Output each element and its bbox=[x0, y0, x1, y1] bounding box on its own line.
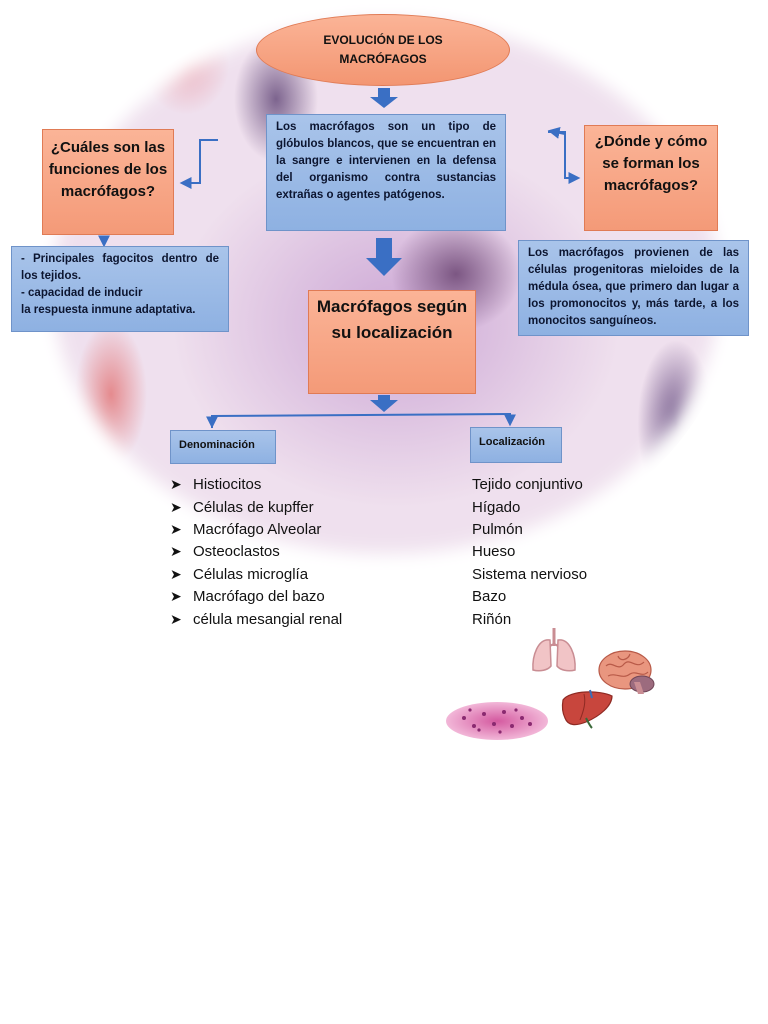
bullet-arrow-icon: ➤ bbox=[170, 566, 182, 582]
arrow-title-to-intro bbox=[370, 88, 398, 108]
brain-icon bbox=[598, 650, 655, 694]
connector-intro-functions bbox=[179, 139, 218, 189]
macrophage-location: Tejido conjuntivo bbox=[472, 476, 583, 493]
bullet-arrow-icon: ➤ bbox=[170, 611, 182, 627]
macrophage-name: célula mesangial renal bbox=[193, 611, 343, 628]
branch-to-localizacion bbox=[211, 412, 516, 428]
list-item: ➤ célula mesangial renal Riñón bbox=[170, 611, 610, 633]
macrophage-name: Macrófago del bazo bbox=[193, 588, 325, 605]
list-item: ➤ Macrófago del bazo Bazo bbox=[170, 588, 610, 610]
arrow-center-to-table bbox=[370, 395, 398, 412]
title-text: EVOLUCIÓN DE LOS MACRÓFAGOS bbox=[323, 33, 443, 66]
list-item: ➤ Osteoclastos Hueso bbox=[170, 543, 610, 565]
macrophage-location: Hígado bbox=[472, 499, 521, 516]
list-item: ➤ Células de kupffer Hígado bbox=[170, 499, 610, 521]
functions-line-3: la respuesta inmune adaptativa. bbox=[21, 304, 196, 316]
tissue-icon bbox=[446, 702, 548, 740]
origin-answer-box: Los macrófagos provienen de las células … bbox=[518, 240, 749, 336]
macrophage-location: Pulmón bbox=[472, 521, 523, 538]
list-item: ➤ Histiocitos Tejido conjuntivo bbox=[170, 476, 610, 498]
functions-line-2: - capacidad de inducir bbox=[21, 287, 143, 299]
macrophage-name: Osteoclastos bbox=[193, 543, 280, 560]
liver-icon bbox=[561, 689, 613, 729]
macrophage-name: Células microglía bbox=[193, 566, 309, 583]
macrophage-name: Histiocitos bbox=[193, 476, 262, 493]
bullet-arrow-icon: ➤ bbox=[170, 521, 182, 537]
macrophage-location: Sistema nervioso bbox=[472, 566, 588, 583]
denominacion-header: Denominación bbox=[170, 430, 276, 464]
bullet-arrow-icon: ➤ bbox=[170, 499, 182, 515]
list-item: ➤ Macrófago Alveolar Pulmón bbox=[170, 521, 610, 543]
center-topic-box: Macrófagos según su localización bbox=[308, 290, 476, 394]
bullet-arrow-icon: ➤ bbox=[170, 543, 182, 559]
title-oval: EVOLUCIÓN DE LOS MACRÓFAGOS bbox=[256, 14, 510, 86]
localizacion-header: Localización bbox=[470, 427, 562, 463]
functions-answer-box: - Principales fagocitos dentro de los te… bbox=[11, 246, 229, 332]
macrophage-location: Riñón bbox=[472, 611, 512, 628]
list-item: ➤ Células microglía Sistema nervioso bbox=[170, 566, 610, 588]
functions-line-1: - Principales fagocitos dentro de los te… bbox=[21, 253, 219, 282]
bullet-arrow-icon: ➤ bbox=[170, 476, 182, 492]
arrow-intro-to-center bbox=[366, 238, 402, 276]
lungs-icon bbox=[532, 628, 576, 672]
macrophage-location: Hueso bbox=[472, 543, 516, 560]
connector-intro-origin bbox=[548, 131, 581, 184]
functions-question-box: ¿Cuáles son las funciones de los macrófa… bbox=[42, 129, 174, 235]
bullet-arrow-icon: ➤ bbox=[170, 588, 182, 604]
macrophage-location: Bazo bbox=[472, 588, 507, 605]
origin-question-box: ¿Dónde y cómo se forman los macrófagos? bbox=[584, 125, 718, 231]
intro-box: Los macrófagos son un tipo de glóbulos b… bbox=[266, 114, 506, 231]
macrophage-name: Macrófago Alveolar bbox=[193, 521, 322, 538]
macrophage-name: Células de kupffer bbox=[193, 499, 314, 516]
